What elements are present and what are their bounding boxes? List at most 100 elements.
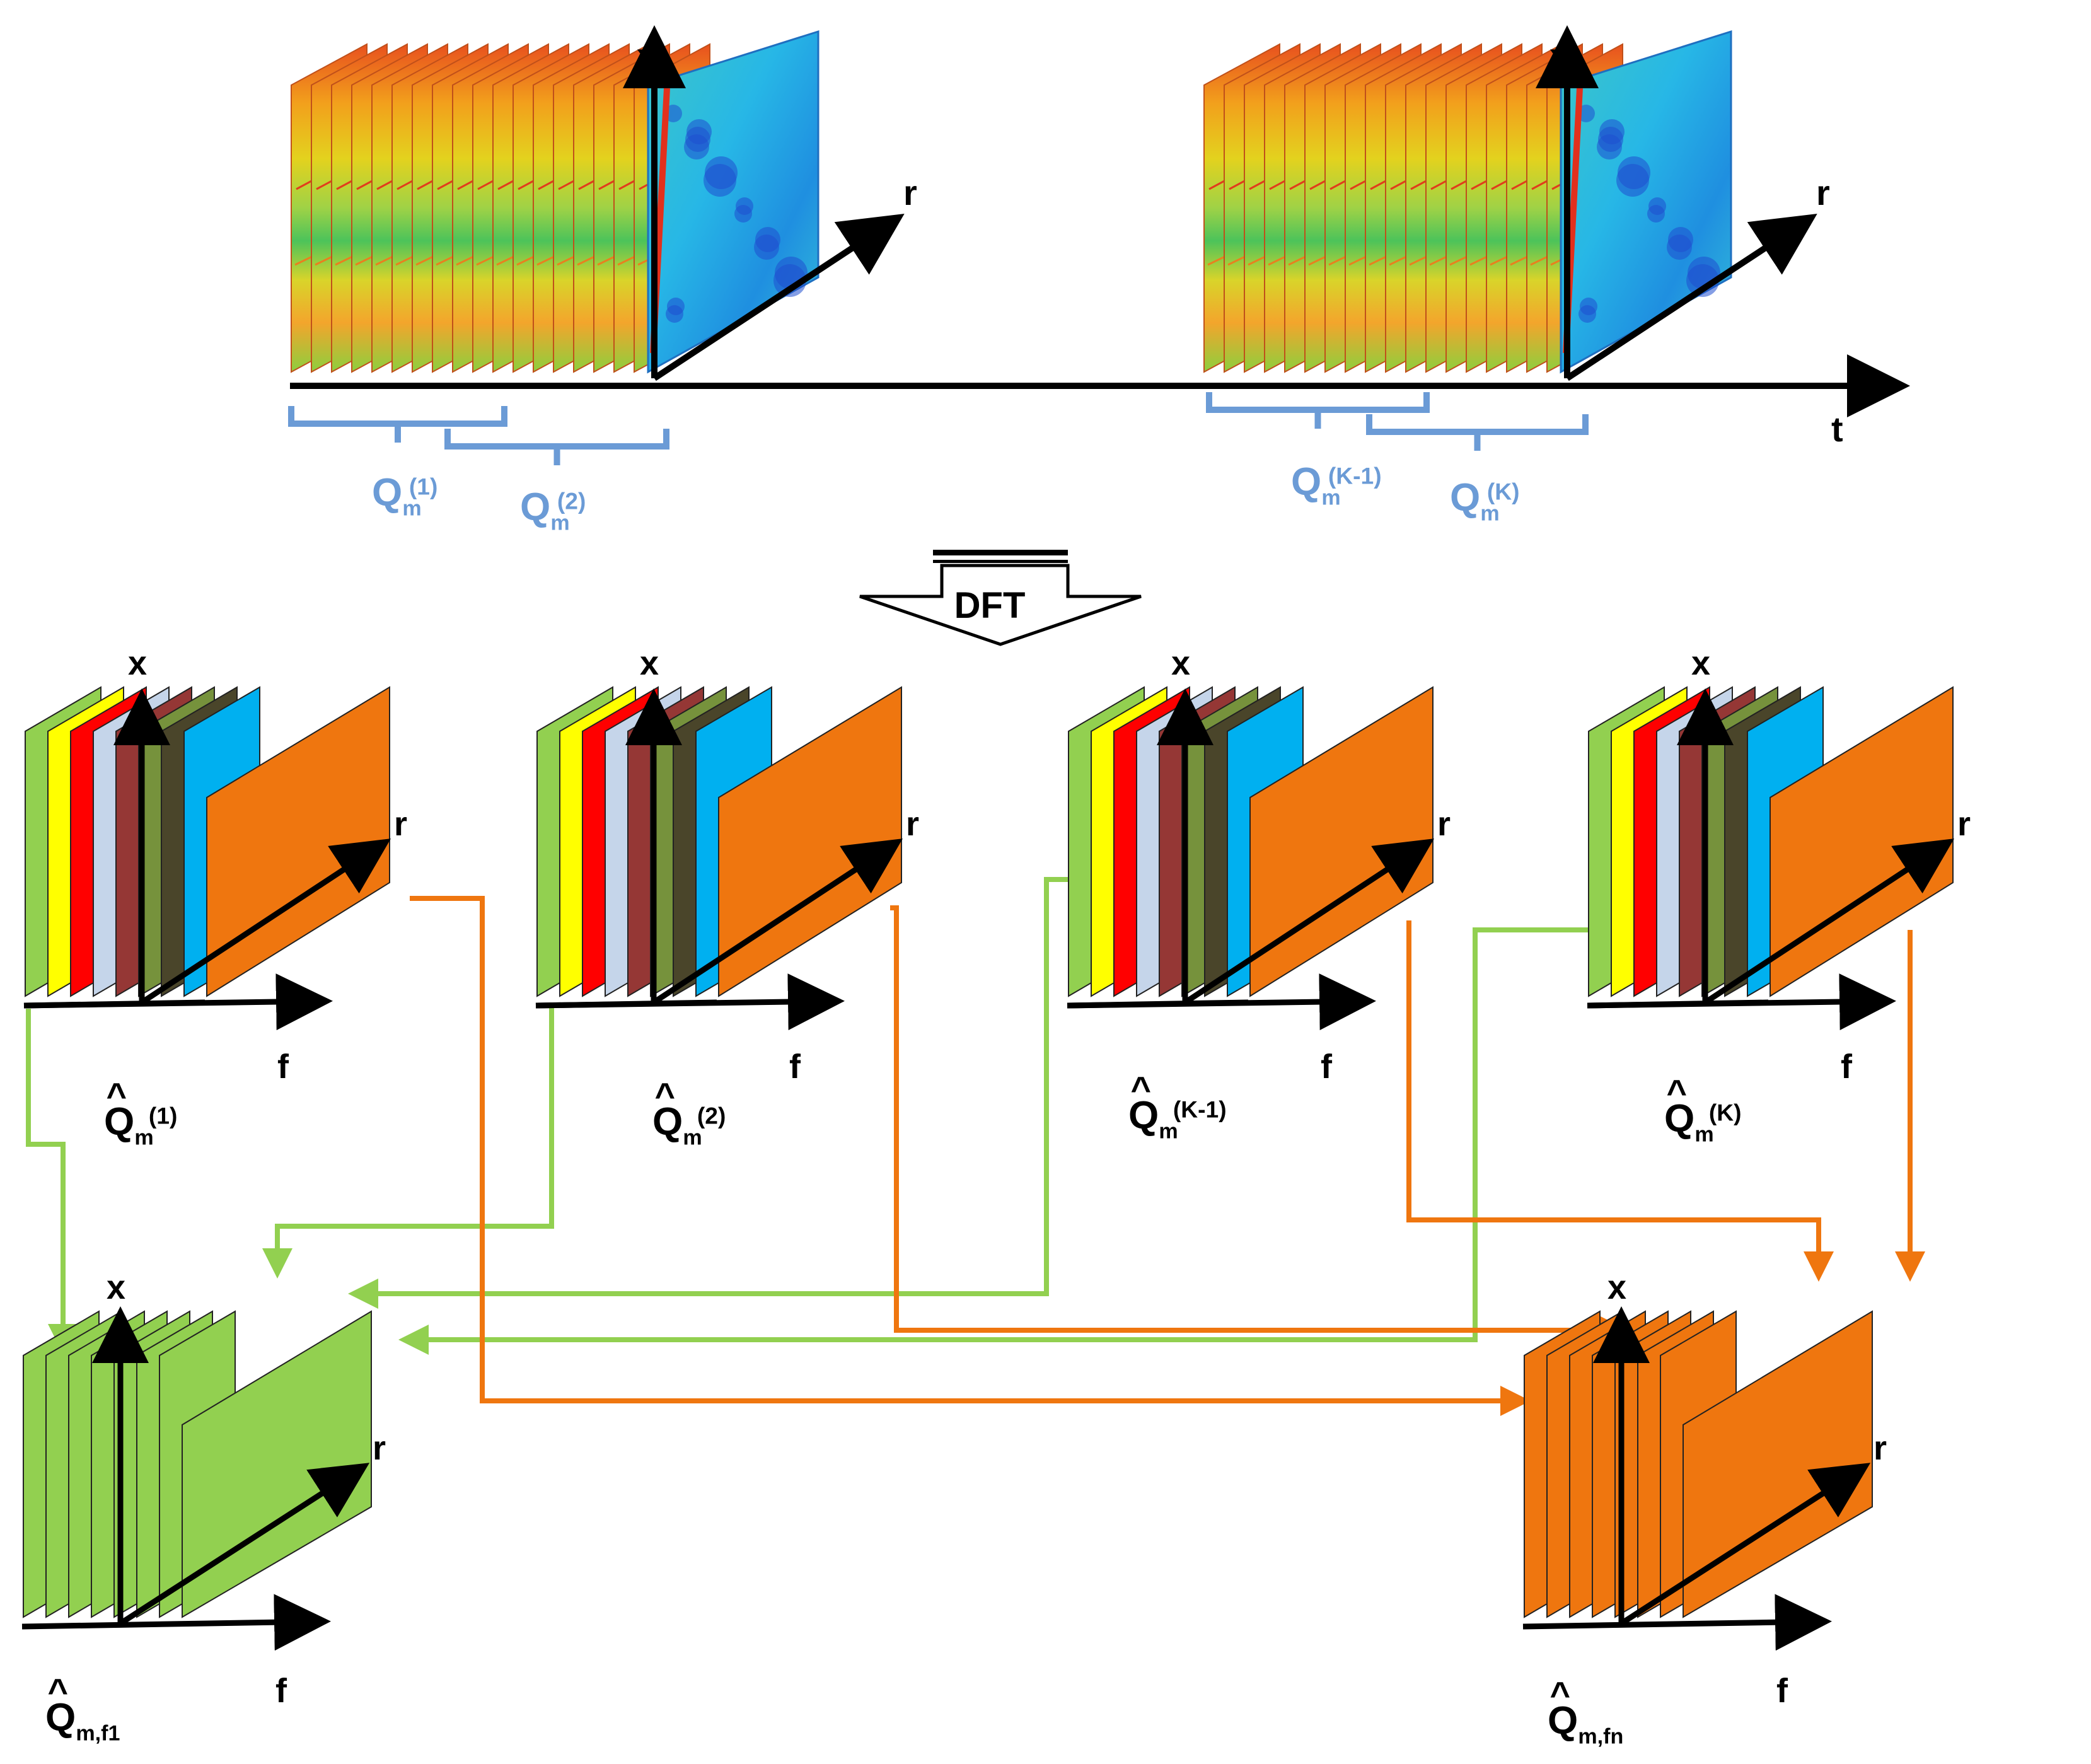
sorted-slice [182,1310,372,1618]
f-axis [1587,973,1896,1031]
r-axis [1703,838,1955,1005]
label-qhat-3-sub: m [1159,1120,1178,1144]
green-route-3 [348,877,1083,1309]
frequency-slice [206,686,390,997]
label-q-2-base: Q [520,485,550,529]
sorted-block-2: x r f [1522,1268,1887,1710]
r-axis-label: r [1437,805,1451,843]
r-axis [140,838,391,1005]
snapshot-stack-1: xr [291,25,917,381]
label-qhat-3-base: Q [1128,1094,1159,1137]
r-axis-label: r [1874,1429,1887,1467]
snapshot-front-blob [755,227,780,252]
r-axis [1619,1463,1871,1626]
label-qhat-2-base: Q [652,1100,683,1144]
label-q-2-sub: m [550,511,569,535]
x-axis-label: x [637,36,656,76]
snapshot-front-blob [1599,119,1625,144]
label-q-k-sup: (K) [1487,479,1520,505]
snapshot-front-blob [1648,197,1666,215]
r-axis [652,838,903,1005]
frequency-sorted-blocks: x r f x r f [21,1268,1887,1710]
dft-arrow: DFT [859,550,1142,646]
r-axis [1183,838,1435,1005]
f-axis-label: f [275,1672,287,1710]
f-axis-label: f [277,1048,289,1086]
frequency-slice [718,686,902,997]
label-qhat-4-base: Q [1664,1097,1694,1140]
label-qhat-1-hat: ^ [107,1076,127,1115]
r-axis-label: r [906,805,919,843]
label-q-1-sub: m [402,497,421,521]
label-qhat-4-sup: (K) [1709,1100,1742,1126]
label-qhat-3-sup: (K-1) [1173,1096,1227,1123]
snapshot-front-blob [1580,298,1597,315]
r-axis [652,214,905,381]
f-axis [23,973,333,1031]
orange-route-2 [890,905,1628,1345]
r-axis [119,1463,370,1626]
label-qhat-fn-base: Q [1548,1699,1578,1743]
label-q-2-sup: (2) [557,488,586,514]
r-axis [1565,214,1817,381]
label-q-k-1-sup: (K-1) [1328,463,1382,489]
label-qhat-fn-hat: ^ [1550,1674,1571,1714]
t-axis-label: t [1831,409,1843,449]
frequency-block-3: xrf [1067,644,1451,1086]
frequency-block-2: xrf [535,644,919,1086]
snapshot-front-blob [667,298,685,315]
label-qhat-4-sub: m [1694,1123,1713,1147]
x-axis-label: x [1171,644,1190,682]
r-axis-label: r [1957,805,1971,843]
snapshot-front-blob [736,197,753,215]
x-axis-label: x [1549,36,1569,76]
frequency-block-4: xrf [1587,644,1971,1086]
label-qhat-1-sub: m [134,1126,153,1150]
label-q-k-base: Q [1450,476,1480,519]
label-qhat-fn-sub: m,fn [1578,1725,1623,1749]
r-axis-label: r [903,173,917,212]
snapshot-stack-2: xr [1203,25,1830,381]
f-axis-label: f [1776,1672,1788,1710]
r-axis-label: r [373,1429,386,1467]
green-route-2 [262,1002,554,1279]
f-axis-label: f [789,1048,801,1086]
f-axis-label: f [1841,1048,1853,1086]
label-qhat-f1-sub: m,f1 [76,1722,120,1746]
r-axis-label: r [394,805,407,843]
label-qhat-1-base: Q [104,1100,134,1144]
sorted-slice [1683,1310,1873,1618]
snapshot-front-blob [1668,227,1693,252]
frequency-slice [1249,686,1434,997]
label-qhat-3-hat: ^ [1131,1069,1152,1109]
snapshot-front-blob [1618,156,1650,189]
green-frequency-routes [26,877,1601,1355]
r-axis-label: r [1816,173,1830,212]
green-route-4 [398,927,1601,1355]
x-axis-label: x [128,644,147,682]
x-axis-label: x [1607,1268,1626,1306]
label-q-1-base: Q [372,471,402,514]
label-qhat-4-hat: ^ [1667,1072,1688,1112]
brace-1 [288,406,507,443]
f-axis [1522,1594,1832,1651]
f-axis [535,973,845,1031]
green-route-1 [26,1009,78,1354]
label-qhat-1-sup: (1) [149,1103,177,1129]
dft-label: DFT [954,585,1026,626]
f-axis [1067,973,1376,1031]
brace-2 [444,429,669,465]
x-axis-label: x [107,1268,125,1306]
f-axis [21,1594,331,1651]
snapshot-front-blob [686,119,712,144]
